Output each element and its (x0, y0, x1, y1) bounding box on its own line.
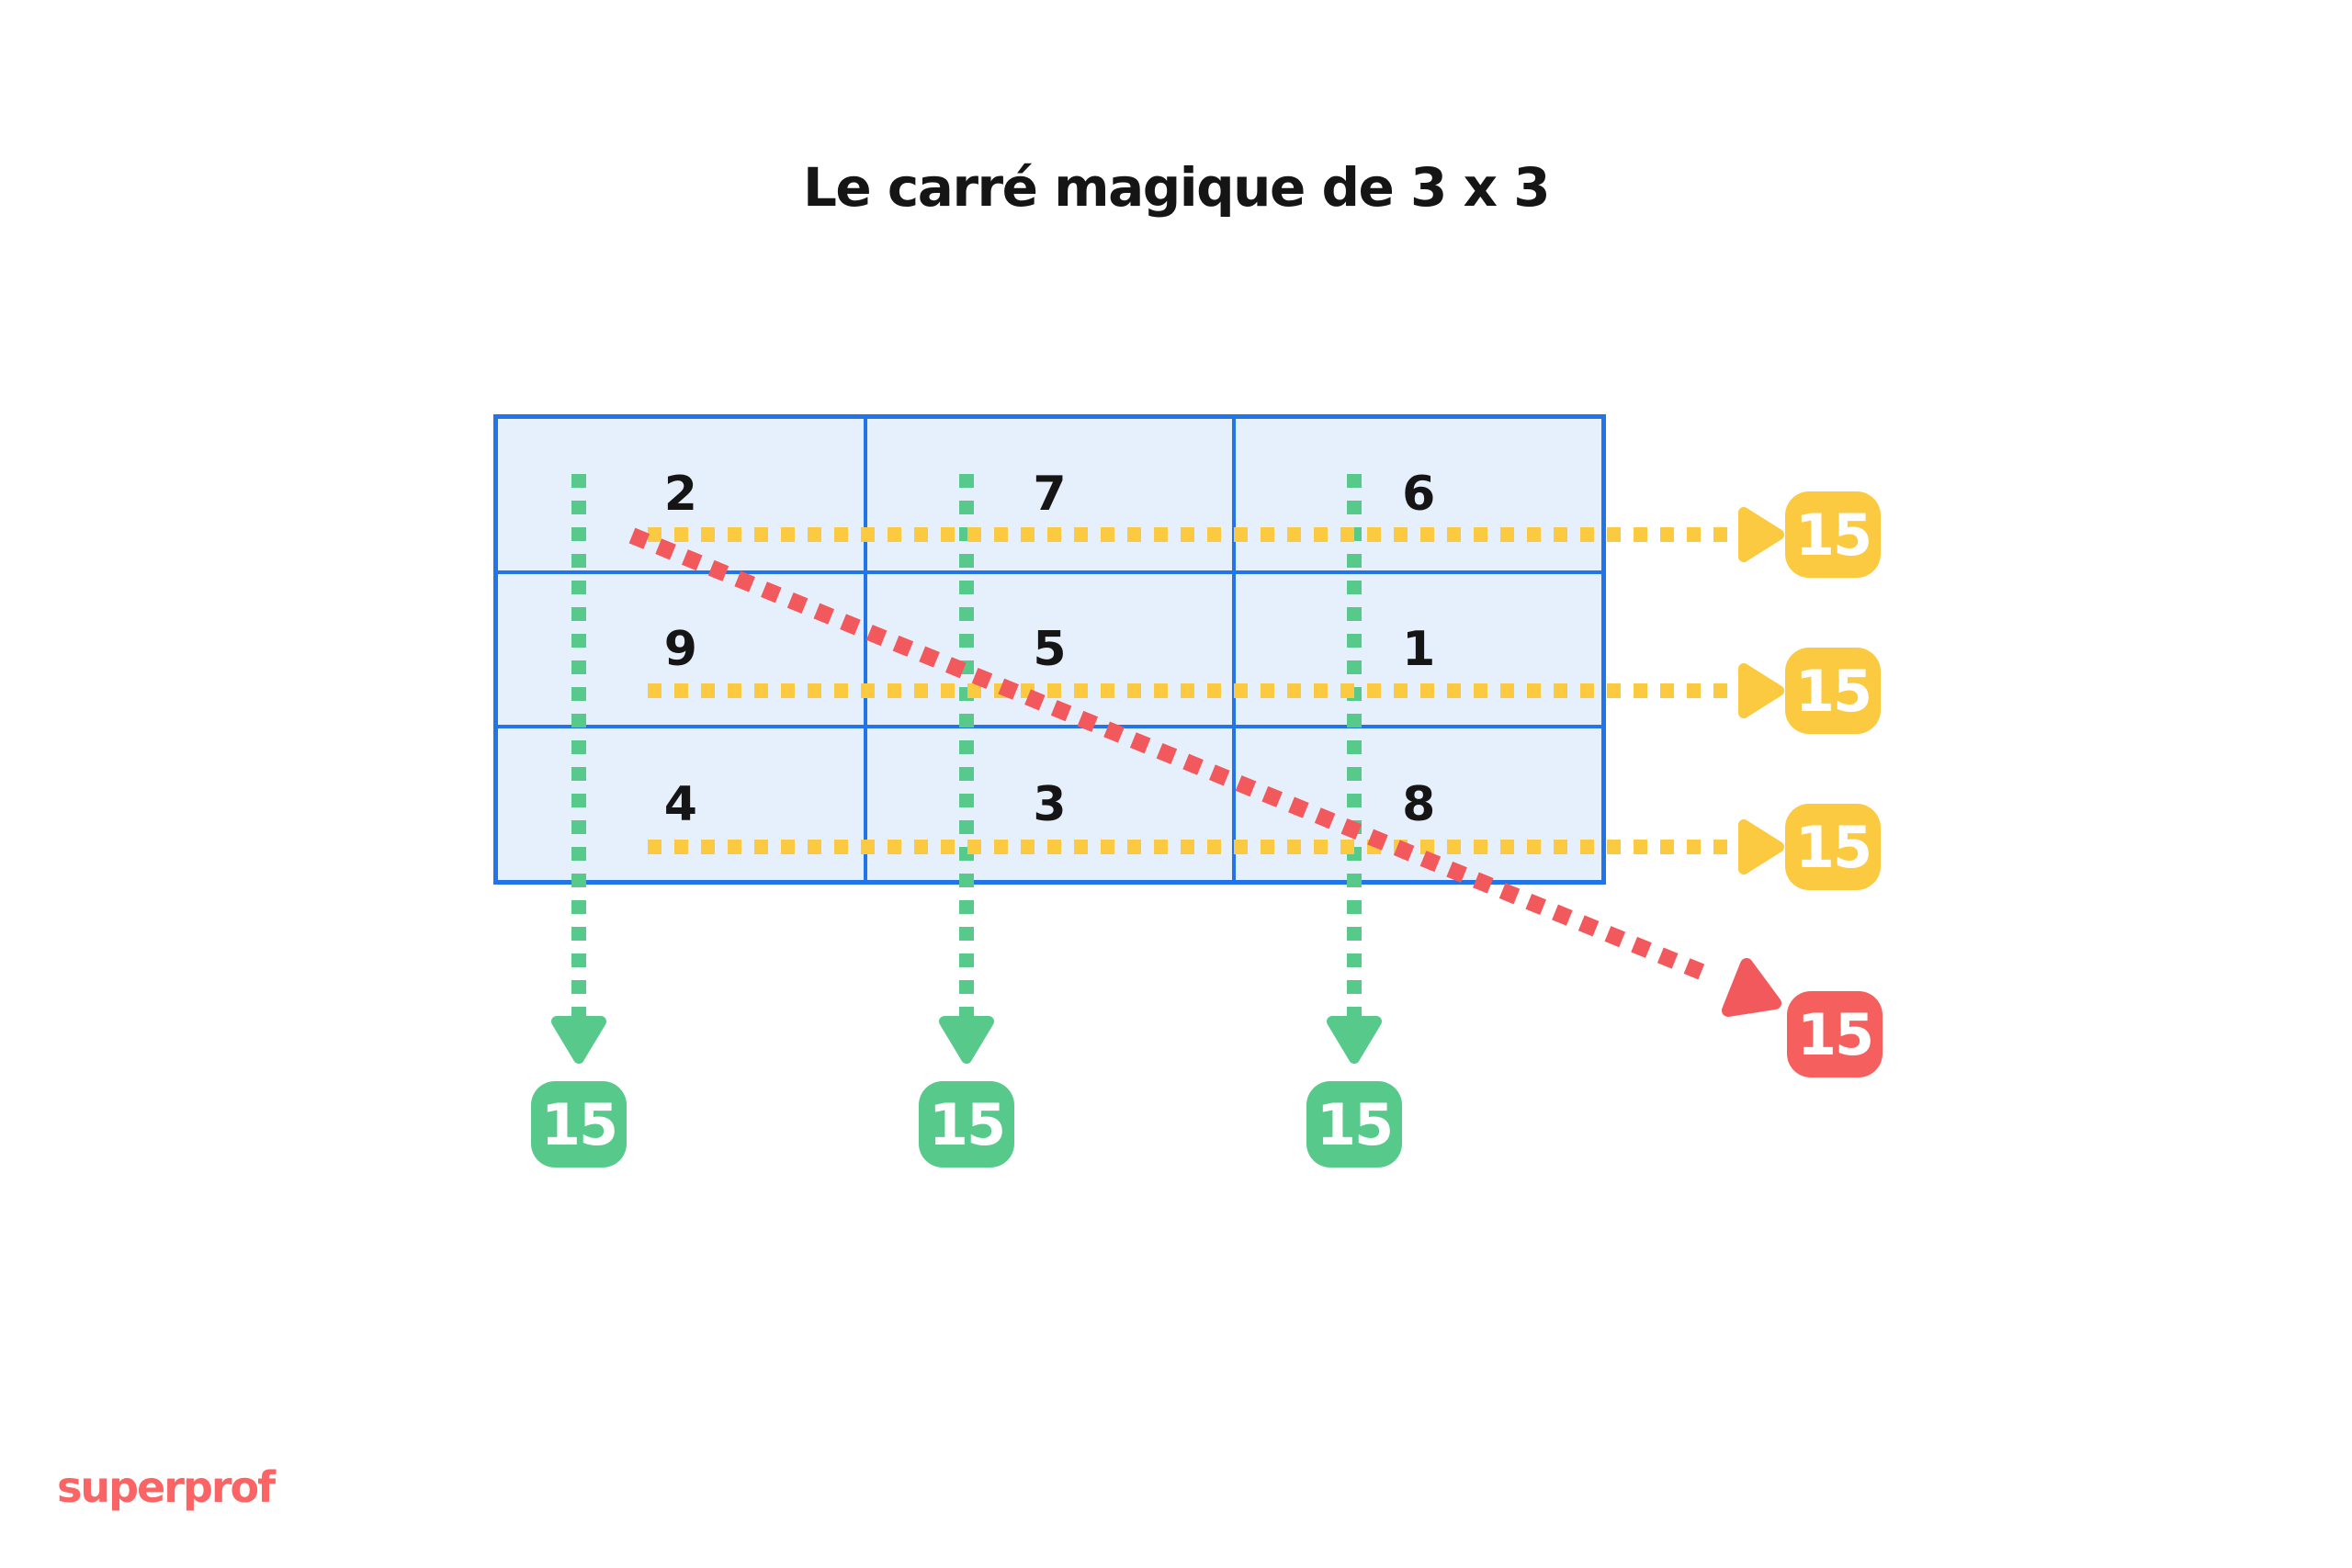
grid-cell-r3c1: 4 (498, 728, 864, 880)
brand-logo: superprof (57, 1462, 276, 1512)
magic-square-grid: 2 7 6 9 5 1 4 3 8 (493, 414, 1606, 885)
column-sum-badge-1: 15 (531, 1081, 627, 1168)
grid-cell-r2c1: 9 (498, 573, 864, 726)
row-sum-value-2: 15 (1794, 657, 1872, 725)
column-sum-value-1: 15 (540, 1090, 618, 1158)
row-sum-badge-1: 15 (1785, 491, 1881, 578)
grid-cell-r1c1: 2 (498, 419, 864, 570)
column-sum-badge-2: 15 (919, 1081, 1014, 1168)
grid-cell-r3c3: 8 (1236, 728, 1601, 880)
down-arrow-icon-3 (1327, 1016, 1382, 1064)
column-sum-value-3: 15 (1316, 1090, 1394, 1158)
diagonal-sum-badge: 15 (1787, 991, 1883, 1077)
row-sum-value-3: 15 (1794, 813, 1872, 881)
column-sum-badge-3: 15 (1306, 1081, 1402, 1168)
page-title: Le carré magique de 3 x 3 (802, 156, 1551, 219)
down-arrow-icon-1 (551, 1016, 606, 1064)
grid-cell-r1c2: 7 (866, 419, 1233, 570)
column-sum-value-2: 15 (928, 1090, 1006, 1158)
right-arrow-icon-1 (1738, 507, 1784, 562)
diagonal-sum-value: 15 (1796, 1000, 1874, 1068)
down-arrow-icon-2 (939, 1016, 994, 1064)
row-sum-value-1: 15 (1794, 501, 1872, 569)
diagonal-arrow-icon (1722, 958, 1781, 1017)
right-arrow-icon-2 (1738, 663, 1784, 718)
grid-cell-r3c2: 3 (866, 728, 1233, 880)
row-sum-badge-2: 15 (1785, 648, 1881, 734)
grid-cell-r2c3: 1 (1236, 573, 1601, 726)
grid-cell-r1c3: 6 (1236, 419, 1601, 570)
right-arrow-icon-3 (1738, 819, 1784, 874)
grid-cell-r2c2: 5 (866, 573, 1233, 726)
row-sum-badge-3: 15 (1785, 804, 1881, 890)
